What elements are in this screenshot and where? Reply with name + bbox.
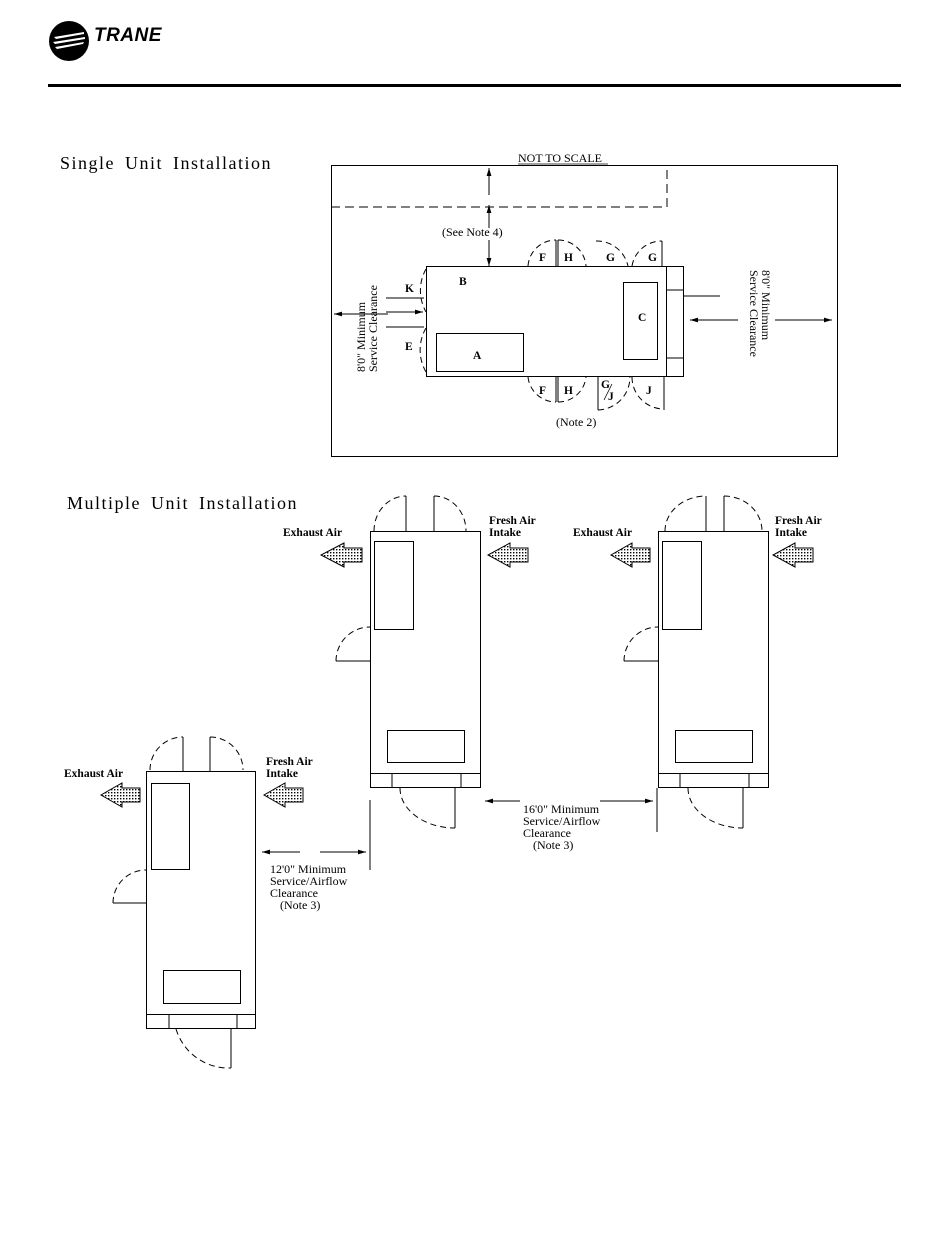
- door-swing-e: [419, 327, 427, 373]
- unit-3: [623, 495, 769, 832]
- not-to-scale-label: NOT TO SCALE: [518, 151, 602, 165]
- clear16-line1: 16'0" Minimum: [523, 802, 600, 816]
- roof-curb-outline: [331, 166, 668, 208]
- trane-logo-icon: [49, 21, 89, 61]
- right-clearance-line2: Service Clearance: [747, 270, 761, 357]
- unit2-fresh-label-2: Intake: [489, 527, 521, 539]
- label-k: K: [405, 283, 414, 295]
- left-clearance-line2: Service Clearance: [366, 285, 380, 372]
- door-swing-f-bottom: [527, 376, 557, 403]
- exhaust-air-arrow-icon: [609, 542, 651, 568]
- unit-1: [112, 736, 256, 1069]
- clear16-line2: Service/Airflow: [523, 814, 601, 828]
- unit2-exhaust-label: Exhaust Air: [283, 527, 342, 539]
- component-a-box: [436, 333, 524, 372]
- unit1-fresh-label-1: Fresh Air: [266, 756, 313, 768]
- header-rule: [48, 84, 901, 87]
- single-frame: [331, 165, 838, 457]
- clear16-line4: (Note 3): [533, 838, 573, 852]
- exhaust-air-arrow-icon: [99, 782, 141, 808]
- door-swing-gj: [597, 376, 631, 411]
- label-gj-j: J: [608, 391, 614, 403]
- label-f-top: F: [539, 252, 546, 264]
- label-a: A: [473, 350, 482, 362]
- label-f-bottom: F: [539, 385, 546, 397]
- clear12-line2: Service/Airflow: [270, 874, 348, 888]
- door-swing-g-top2: [631, 240, 663, 267]
- multiple-unit-title: Multiple Unit Installation: [67, 493, 298, 513]
- door-swing-f-top: [527, 239, 557, 267]
- door-swing-g-top1: [595, 240, 629, 267]
- left-clearance-label: 8'0" Minimum Service Clearance: [354, 285, 380, 372]
- door-swing-k: [419, 268, 427, 313]
- unit3-exhaust-label: Exhaust Air: [573, 527, 632, 539]
- label-h-bottom: H: [564, 385, 573, 397]
- unit3-fresh-label-1: Fresh Air: [775, 515, 822, 527]
- label-g-top1: G: [606, 252, 615, 264]
- door-swing-h-top: [557, 239, 587, 267]
- door-swing-j: [631, 376, 665, 410]
- unit-2: [335, 495, 481, 870]
- label-e: E: [405, 341, 413, 353]
- see-note-4-label: (See Note 4): [442, 225, 503, 239]
- unit1-fresh-label-2: Intake: [266, 768, 298, 780]
- door-swing-h-bottom: [557, 376, 587, 403]
- clear16-line3: Clearance: [523, 826, 571, 840]
- exhaust-air-arrow-icon: [319, 542, 363, 568]
- unit1-exhaust-label: Exhaust Air: [64, 768, 123, 780]
- clear12-line1: 12'0" Minimum: [270, 862, 347, 876]
- fresh-air-arrow-icon: [486, 542, 529, 568]
- single-unit-diagram: [331, 165, 838, 457]
- note-2-label: (Note 2): [556, 415, 596, 429]
- right-clearance-label: 8'0" Minimum Service Clearance: [747, 270, 773, 357]
- brand-name: TRANE: [94, 25, 162, 46]
- fresh-air-arrow-icon: [262, 782, 304, 808]
- label-j: J: [646, 385, 652, 397]
- unit2-fresh-label-1: Fresh Air: [489, 515, 536, 527]
- single-unit-title: Single Unit Installation: [60, 153, 272, 173]
- component-c-box: [623, 282, 658, 360]
- label-h-top: H: [564, 252, 573, 264]
- label-c: C: [638, 312, 646, 324]
- fresh-air-arrow-icon: [771, 542, 814, 568]
- unit3-fresh-label-2: Intake: [775, 527, 807, 539]
- clear12-line3: Clearance: [270, 886, 318, 900]
- clear12-line4: (Note 3): [280, 898, 320, 912]
- label-b: B: [459, 276, 467, 288]
- single-unit-end-panel: [666, 266, 684, 377]
- left-clearance-line1: 8'0" Minimum: [354, 301, 368, 372]
- label-g-top2: G: [648, 252, 657, 264]
- label-gj-g: G: [601, 379, 610, 391]
- right-clearance-line1: 8'0" Minimum: [759, 270, 773, 341]
